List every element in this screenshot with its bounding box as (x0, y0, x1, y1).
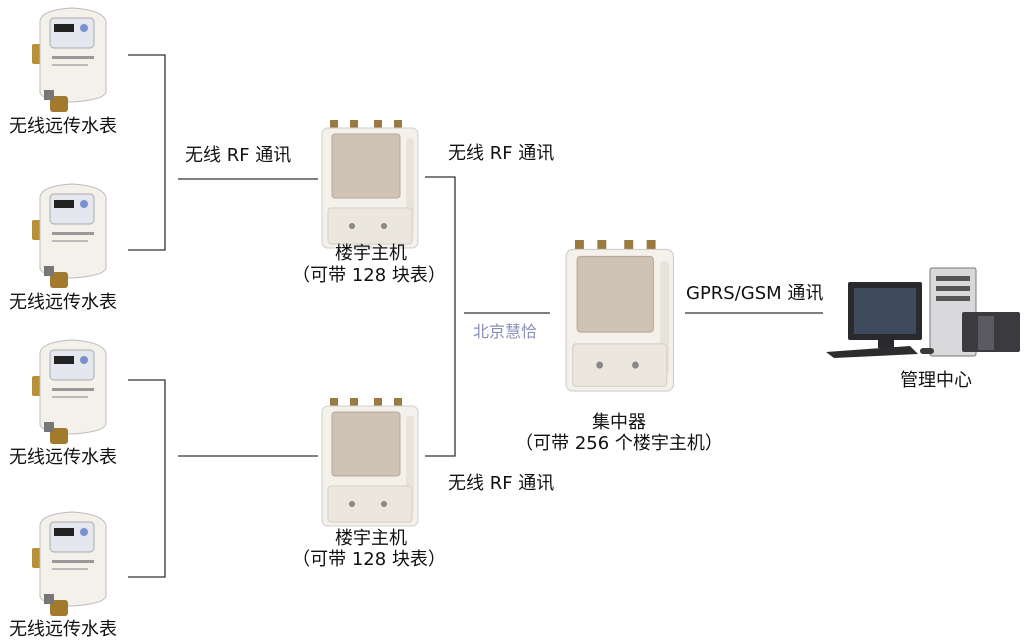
water-meter-icon (31, 7, 107, 113)
building-unit-icon (321, 397, 419, 527)
concentrator-title: 集中器 (592, 412, 646, 433)
meter-label-1: 无线远传水表 (9, 116, 117, 137)
water-meter-icon (31, 183, 107, 289)
building-bracket (425, 176, 456, 457)
meter-bracket-bottom (128, 379, 166, 578)
computer-icon (826, 267, 1020, 358)
meter-bracket-top (128, 54, 166, 251)
building-unit-icon (321, 119, 419, 249)
building-unit-title-2: 楼宇主机 (335, 528, 407, 549)
building-unit-title-1: 楼宇主机 (335, 243, 407, 264)
rf-link-label-top-right: 无线 RF 通讯 (448, 143, 555, 164)
building-unit-capacity-2: （可带 128 块表） (292, 549, 446, 570)
concentrator-capacity: （可带 256 个楼宇主机） (515, 433, 723, 454)
gprs-link-label: GPRS/GSM 通讯 (686, 283, 824, 304)
concentrator-icon (565, 239, 675, 392)
water-meter-icon (31, 511, 107, 617)
building-unit-capacity-1: （可带 128 块表） (292, 265, 446, 286)
meter-label-4: 无线远传水表 (9, 619, 117, 640)
management-center-title: 管理中心 (900, 370, 972, 391)
meter-label-3: 无线远传水表 (9, 447, 117, 468)
connector-lines (128, 54, 823, 578)
rf-link-label-top-left: 无线 RF 通讯 (185, 145, 292, 166)
watermark: 北京慧恰 (473, 322, 538, 341)
rf-link-label-bottom-right: 无线 RF 通讯 (448, 473, 555, 494)
water-meter-icon (31, 339, 107, 445)
meter-label-2: 无线远传水表 (9, 292, 117, 313)
